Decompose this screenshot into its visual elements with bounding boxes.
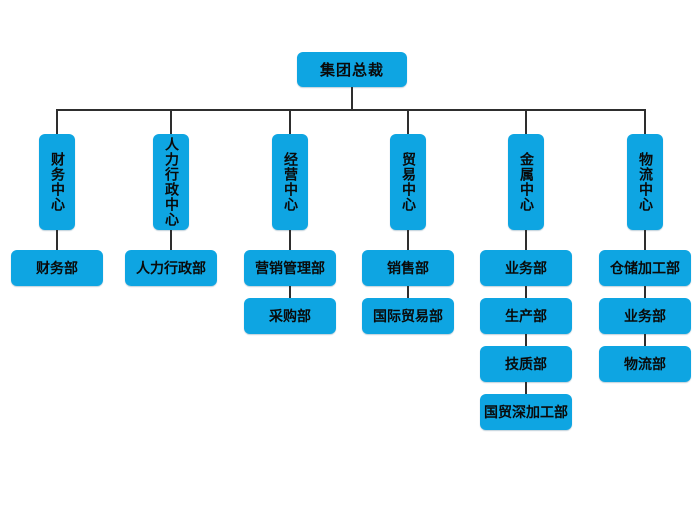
org-node-root: 集团总裁	[297, 52, 407, 87]
connector-drop	[170, 111, 172, 134]
org-node-business-dept-logistics: 业务部	[599, 298, 691, 334]
connector-drop	[407, 111, 409, 134]
connector-dept-to-dept	[407, 286, 409, 298]
org-node-operations-center: 经营中心	[272, 134, 308, 230]
org-node-metals-center: 金属中心	[508, 134, 544, 230]
org-node-production-dept: 生产部	[480, 298, 572, 334]
org-node-intl-deep-processing-dept: 国贸深加工部	[480, 394, 572, 430]
org-node-marketing-mgmt-dept: 营销管理部	[244, 250, 336, 286]
org-node-intl-trade-dept: 国际贸易部	[362, 298, 454, 334]
connector-center-to-dept	[644, 230, 646, 250]
connector-drop	[289, 111, 291, 134]
org-node-hr-admin-dept: 人力行政部	[125, 250, 217, 286]
connector-drop	[56, 111, 58, 134]
connector-drop	[525, 111, 527, 134]
connector-dept-to-dept	[644, 286, 646, 298]
connector-center-to-dept	[525, 230, 527, 250]
connector-dept-to-dept	[525, 334, 527, 346]
connector-center-to-dept	[170, 230, 172, 250]
connector-drop	[644, 111, 646, 134]
org-node-sales-dept: 销售部	[362, 250, 454, 286]
connector-dept-to-dept	[289, 286, 291, 298]
connector-horizontal-bar	[56, 109, 646, 111]
org-node-logistics-dept: 物流部	[599, 346, 691, 382]
connector-center-to-dept	[289, 230, 291, 250]
org-node-finance-center: 财务中心	[39, 134, 75, 230]
connector-center-to-dept	[407, 230, 409, 250]
org-node-tech-quality-dept: 技质部	[480, 346, 572, 382]
org-node-business-dept-metals: 业务部	[480, 250, 572, 286]
org-node-logistics-center: 物流中心	[627, 134, 663, 230]
org-node-trade-center: 贸易中心	[390, 134, 426, 230]
connector-root-stem	[351, 87, 353, 109]
org-node-hr-admin-center: 人力行政中心	[153, 134, 189, 230]
connector-dept-to-dept	[525, 286, 527, 298]
org-node-warehousing-processing-dept: 仓储加工部	[599, 250, 691, 286]
org-node-finance-dept: 财务部	[11, 250, 103, 286]
connector-center-to-dept	[56, 230, 58, 250]
connector-dept-to-dept	[644, 334, 646, 346]
org-node-purchasing-dept: 采购部	[244, 298, 336, 334]
connector-dept-to-dept	[525, 382, 527, 394]
